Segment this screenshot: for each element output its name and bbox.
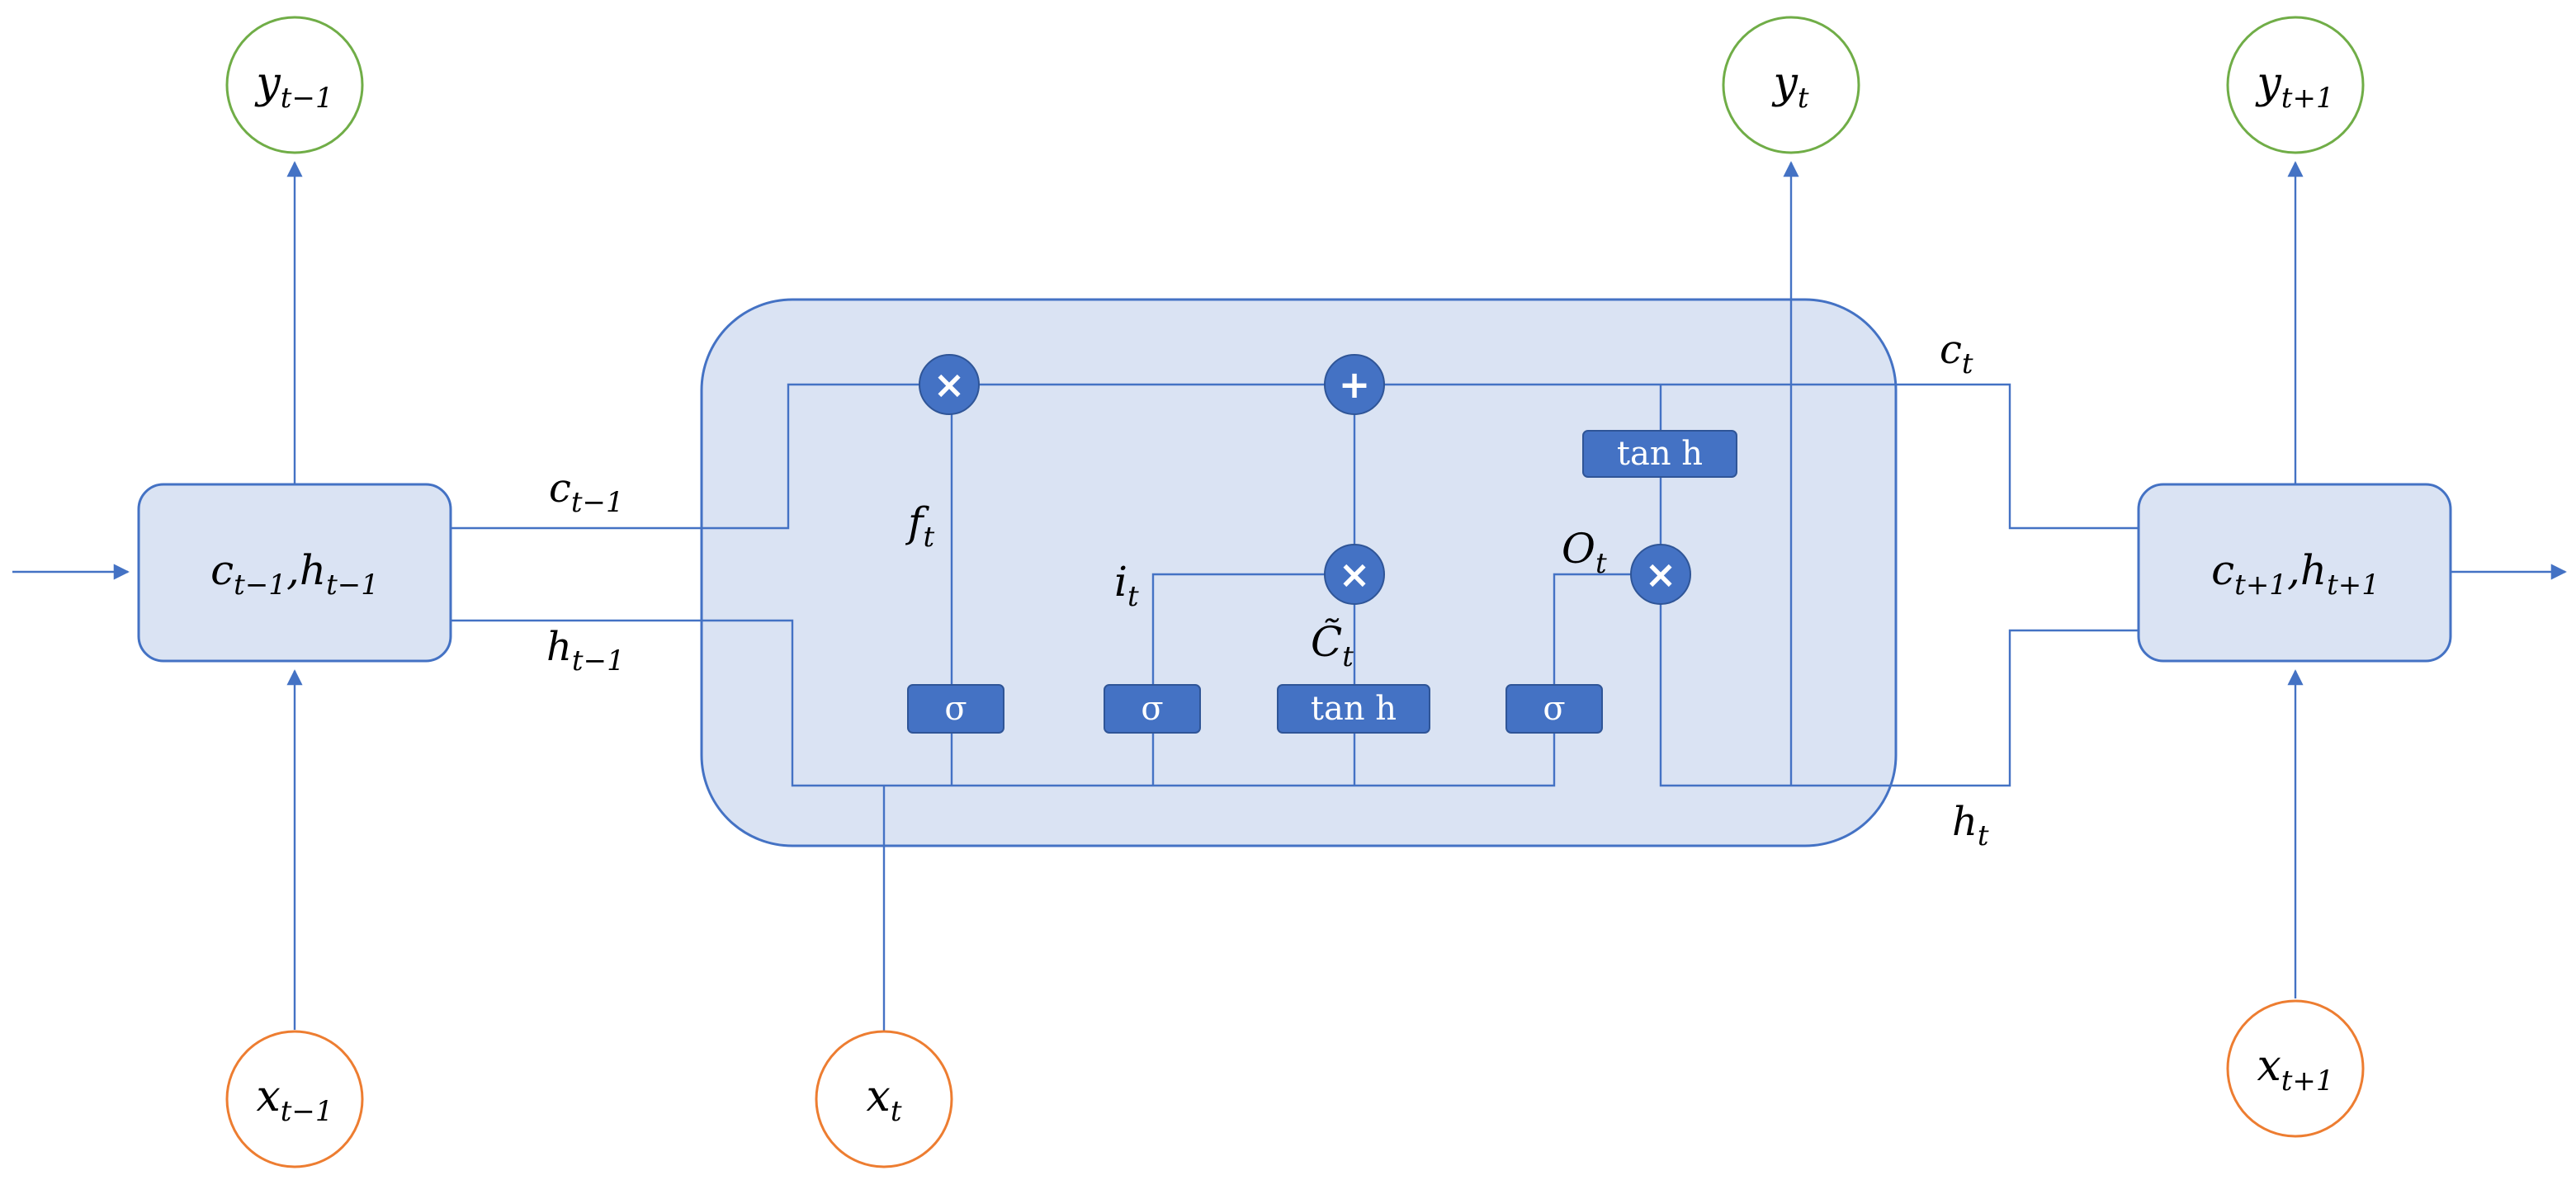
sigma-input-gate: σ xyxy=(1104,684,1201,734)
cell-add-op: + xyxy=(1324,354,1385,415)
svg-text:xt−1: xt−1 xyxy=(256,1072,333,1128)
output-gate-wire xyxy=(1553,573,1641,687)
h-t-label: ht xyxy=(1952,799,1989,852)
svg-text:xt: xt xyxy=(867,1072,902,1128)
next-state-label: ct+1,ht+1 xyxy=(2211,546,2380,602)
svg-text:yt: yt xyxy=(1771,59,1808,115)
y-prev-node: yt−1 xyxy=(225,16,364,154)
o-t-label: Ot xyxy=(1562,525,1607,580)
h-prev-wire xyxy=(451,619,1556,787)
svg-text:×: × xyxy=(1339,552,1371,597)
input-multiply-op: × xyxy=(1324,544,1385,605)
lstm-cell-body xyxy=(700,298,1898,847)
svg-text:+: + xyxy=(1339,362,1371,407)
svg-text:σ: σ xyxy=(944,690,967,728)
svg-text:tan h: tan h xyxy=(1617,435,1703,473)
svg-text:σ: σ xyxy=(1543,690,1565,728)
prev-state-label: ct−1,ht−1 xyxy=(210,546,379,602)
i-t-label: it xyxy=(1114,558,1139,613)
sigma-forget-gate: σ xyxy=(907,684,1004,734)
x-t-node: xt xyxy=(815,1030,953,1168)
svg-text:×: × xyxy=(1645,552,1677,597)
x-next-node: xt+1 xyxy=(2226,999,2365,1138)
svg-text:tan h: tan h xyxy=(1311,690,1397,728)
c-prev-label: ct−1 xyxy=(549,465,624,519)
tanh-cell-gate: tan h xyxy=(1582,430,1737,478)
svg-text:×: × xyxy=(934,362,966,407)
cell-state-line-2 xyxy=(1373,383,2139,530)
forget-multiply-op: × xyxy=(919,354,980,415)
svg-text:σ: σ xyxy=(1141,690,1163,728)
h-prev-label: ht−1 xyxy=(546,624,625,677)
c-tilde-label: C̃t xyxy=(1311,617,1354,673)
svg-text:xt+1: xt+1 xyxy=(2257,1041,2333,1097)
y-next-node: yt+1 xyxy=(2226,16,2365,154)
h-t-wire xyxy=(1659,594,2139,787)
svg-text:yt+1: yt+1 xyxy=(2255,59,2333,115)
y-t-node: yt xyxy=(1722,16,1860,154)
c-prev-wire xyxy=(451,383,930,530)
sigma-output-gate: σ xyxy=(1505,684,1603,734)
svg-text:yt−1: yt−1 xyxy=(254,59,333,115)
output-multiply-op: × xyxy=(1630,544,1691,605)
tanh-candidate-gate: tan h xyxy=(1277,684,1430,734)
c-t-label: ct xyxy=(1940,327,1973,380)
x-prev-node: xt−1 xyxy=(225,1030,364,1168)
